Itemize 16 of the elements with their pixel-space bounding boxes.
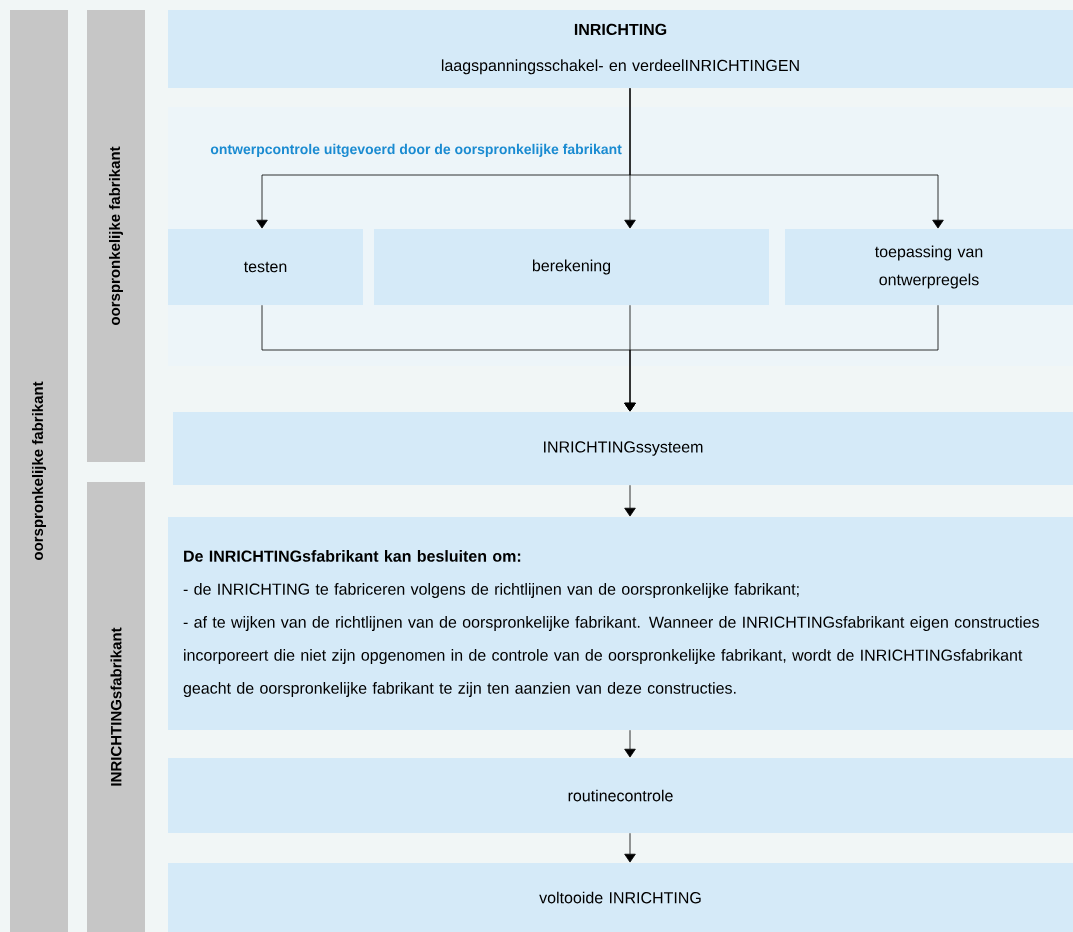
process-box: toepassing van ontwerpregels	[785, 229, 1073, 305]
process-box: INRICHTING laagspanningsschakel- en verdeelINRICHTINGEN	[168, 10, 1073, 88]
text-box: De INRICHTINGsfabrikant kan besluiten om: - de INRICHTING te fabriceren volgens de richtlijnen van de oorspronkelijke fabrikant; - af te wijken van de richtlijnen van de oorspronkelijke fabrikant. Wanneer de INRICHTINGsfabrikant eigen constructies incorporeert die niet zijn opgenomen in de controle van de oorspronkelijke fabrikant, wordt de INRICHTINGsfabrikant geacht de oorspronkelijke fabrikant te zijn ten aanzien van deze constructies.	[168, 517, 1073, 730]
column-band: oorspronkelijke fabrikant	[10, 10, 68, 932]
arrow	[624, 484, 636, 517]
column-band: INRICHTINGsfabrikant	[87, 482, 145, 932]
process-box: voltooide INRICHTING	[168, 863, 1073, 932]
process-box: INRICHTINGssysteem	[173, 412, 1073, 485]
arrow	[624, 832, 636, 863]
process-box: testen	[168, 229, 363, 305]
arrow	[629, 87, 944, 229]
arrow	[624, 304, 939, 412]
column-band: oorspronkelijke fabrikant	[87, 10, 145, 462]
process-box: routinecontrole	[168, 758, 1073, 833]
process-box: berekening	[374, 229, 769, 305]
arrow	[624, 729, 636, 758]
